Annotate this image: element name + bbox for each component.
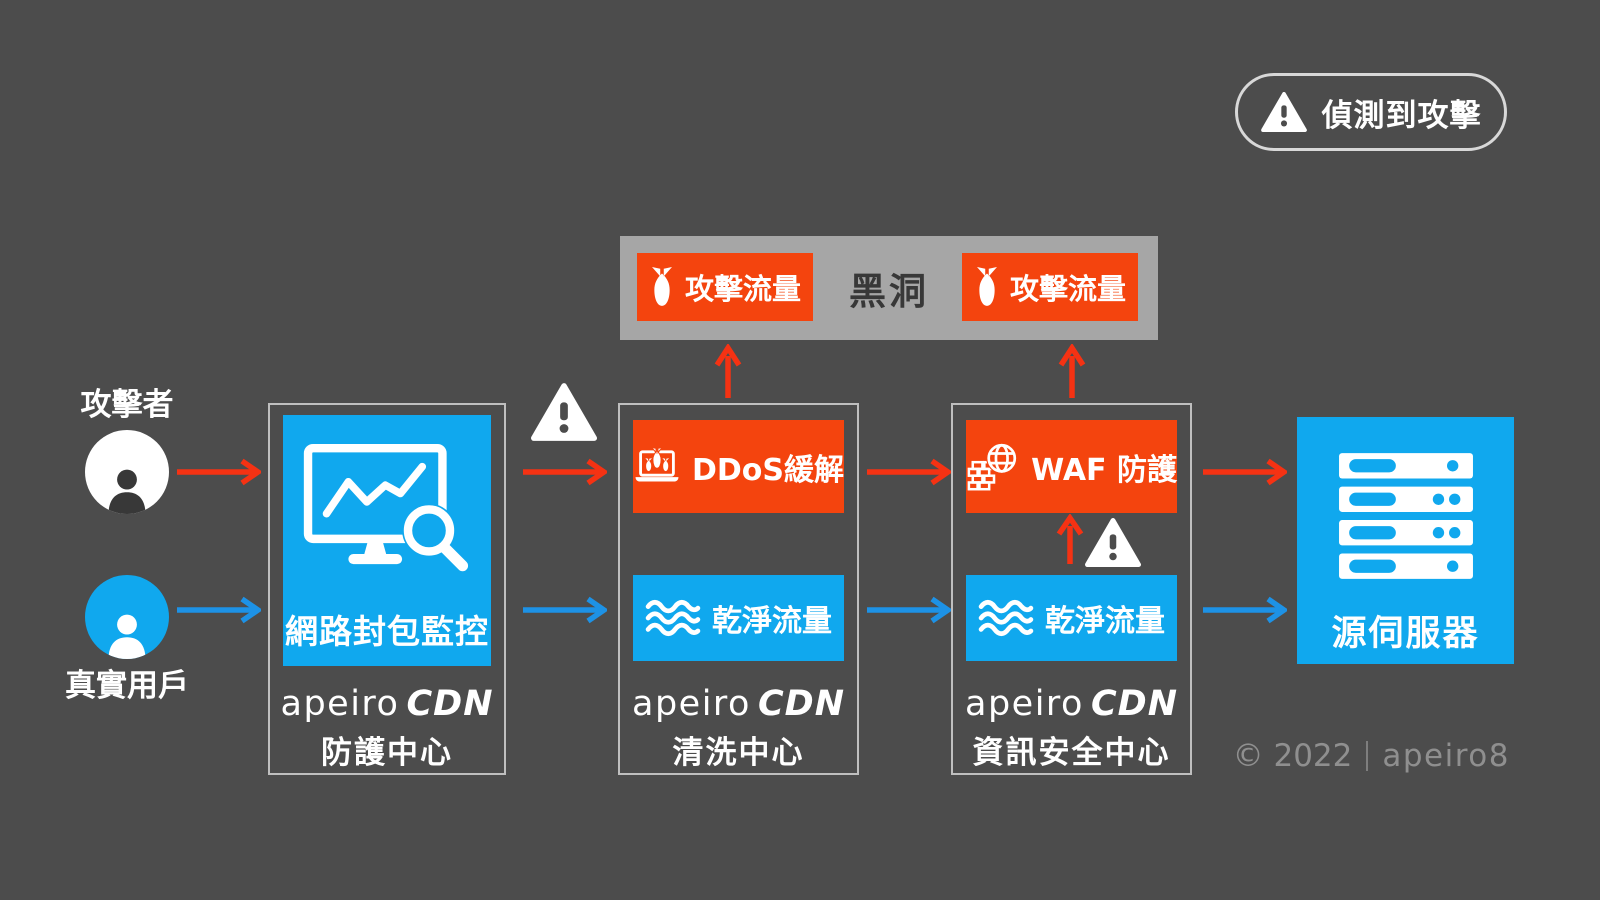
attack-traffic-chip-left: 攻擊流量: [637, 253, 813, 321]
protection-center-caption: 防護中心: [321, 735, 453, 771]
waves-icon: [978, 599, 1034, 637]
packet-monitoring-label: 網路封包監控: [285, 612, 489, 651]
person-icon: [108, 469, 146, 514]
attack-detected-badge: 偵測到攻擊: [1235, 73, 1507, 151]
blackhole-title: 黑洞: [849, 270, 929, 313]
attack-detected-label: 偵測到攻擊: [1321, 97, 1482, 134]
packet-monitoring-box: 網路封包監控: [283, 415, 491, 666]
waf-protection-label: WAF 防護: [1031, 452, 1177, 488]
copyright: © 2022 apeiro8: [1233, 738, 1510, 774]
server-rack-icon: [1338, 453, 1473, 579]
waves-icon: [645, 599, 701, 637]
copyright-year: © 2022: [1232, 738, 1353, 774]
brand-name: apeiro: [965, 684, 1084, 724]
ddos-mitigation-label: DDoS緩解: [691, 452, 844, 488]
attack-flow-arrow: [177, 458, 261, 486]
bomb-icon: [651, 267, 672, 306]
warning-triangle-icon: [1085, 518, 1141, 567]
brand-suffix: CDN: [1090, 684, 1178, 724]
brand-suffix: CDN: [406, 684, 494, 724]
warning-triangle-icon: [531, 383, 597, 441]
warning-triangle-icon: [1260, 92, 1307, 132]
attack-up-arrow-left: [714, 344, 742, 398]
clean-flow-arrow: [177, 596, 261, 624]
clean-flow-arrow: [523, 596, 607, 624]
scrubbing-center-caption: 清洗中心: [672, 735, 805, 771]
attack-traffic-label: 攻擊流量: [1009, 272, 1126, 306]
clean-flow-arrow: [1203, 596, 1287, 624]
laptop-ddos-icon: [635, 446, 679, 482]
real-user-avatar: [85, 575, 169, 659]
attack-traffic-label: 攻擊流量: [684, 272, 801, 306]
attacker-avatar: [85, 430, 169, 514]
firewall-globe-icon: [967, 442, 1018, 490]
real-user-label: 真實用戶: [65, 668, 189, 704]
security-center-caption: 資訊安全中心: [972, 735, 1171, 771]
attack-flow-arrow: [867, 458, 951, 486]
origin-server-label: 源伺服器: [1331, 614, 1480, 654]
brand-suffix: CDN: [757, 684, 845, 724]
bomb-icon: [976, 267, 997, 306]
copyright-brand: apeiro8: [1382, 738, 1510, 774]
origin-server-box: 源伺服器: [1297, 417, 1514, 664]
ddos-mitigation-box: DDoS緩解: [633, 420, 844, 513]
person-icon: [108, 614, 146, 659]
attack-flow-arrow: [523, 458, 607, 486]
clean-traffic-label: 乾淨流量: [712, 604, 832, 639]
brand-name: apeiro: [280, 684, 400, 724]
clean-flow-arrow: [867, 596, 951, 624]
blackhole-bar: 攻擊流量 黑洞 攻擊流量: [620, 236, 1158, 340]
copyright-divider: [1366, 741, 1369, 771]
clean-traffic-label: 乾淨流量: [1045, 604, 1165, 639]
attack-flow-arrow: [1203, 458, 1287, 486]
attacker-label: 攻擊者: [80, 387, 174, 423]
clean-traffic-box: 乾淨流量: [966, 575, 1177, 661]
monitor-analytics-icon: [303, 443, 469, 572]
waf-protection-box: WAF 防護: [966, 420, 1177, 513]
brand-name: apeiro: [632, 684, 751, 724]
attack-up-arrow-right: [1058, 344, 1086, 398]
clean-traffic-box: 乾淨流量: [633, 575, 844, 661]
attack-up-arrow-inner: [1056, 514, 1084, 564]
attack-traffic-chip-right: 攻擊流量: [962, 253, 1138, 321]
